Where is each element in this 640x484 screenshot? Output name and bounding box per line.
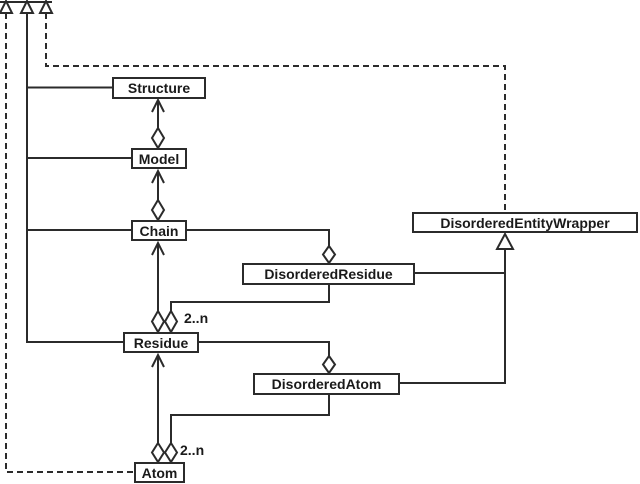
class-structure-label: Structure <box>127 80 191 96</box>
edge-disordered-residue-residue <box>170 285 330 311</box>
edge-disordered-atom-atom <box>170 395 330 443</box>
multiplicity-label-residue: 2..n <box>184 310 209 326</box>
inheritance-arrow-icon <box>495 231 515 250</box>
aggregation-diamond-icon <box>150 198 166 222</box>
edge-inheritance-disordered-wrapper <box>400 249 506 384</box>
class-disordered-entity-wrapper-label: DisorderedEntityWrapper <box>440 214 610 231</box>
class-atom-label: Atom <box>141 464 178 481</box>
edge-chain-disordered-residue <box>187 229 330 246</box>
class-disordered-atom-label: DisorderedAtom <box>271 376 382 392</box>
aggregation-diamond-icon <box>321 244 337 265</box>
arrow-up-icon <box>151 240 165 256</box>
class-disordered-residue: DisorderedResidue <box>242 263 415 285</box>
dashed-inheritance-atom <box>5 13 134 473</box>
class-disordered-atom: DisorderedAtom <box>253 373 400 395</box>
arrow-up-icon <box>151 97 165 113</box>
multiplicity-label-atom: 2..n <box>180 442 205 458</box>
class-model-label: Model <box>138 150 180 167</box>
aggregation-diamond-icon <box>150 441 166 464</box>
aggregation-diamond-icon <box>163 441 179 464</box>
aggregation-diamond-icon <box>150 126 166 150</box>
class-atom: Atom <box>134 462 185 483</box>
class-residue: Residue <box>123 332 199 353</box>
class-disordered-residue-label: DisorderedResidue <box>264 266 393 282</box>
edge-residue-disordered-atom <box>199 341 330 356</box>
class-model: Model <box>131 148 187 169</box>
class-chain: Chain <box>131 220 187 241</box>
inheritance-rail-left <box>26 13 131 343</box>
class-disordered-entity-wrapper: DisorderedEntityWrapper <box>412 212 638 233</box>
arrow-up-icon <box>151 352 165 368</box>
arrow-up-icon <box>151 168 165 184</box>
class-structure: Structure <box>112 77 206 99</box>
dashed-inheritance-disordered-entity-wrapper <box>45 13 506 212</box>
aggregation-diamond-icon <box>321 354 337 375</box>
aggregation-diamond-icon <box>150 308 166 335</box>
aggregation-diamond-icon <box>163 308 179 335</box>
class-chain-label: Chain <box>139 222 179 239</box>
class-residue-label: Residue <box>133 334 189 351</box>
